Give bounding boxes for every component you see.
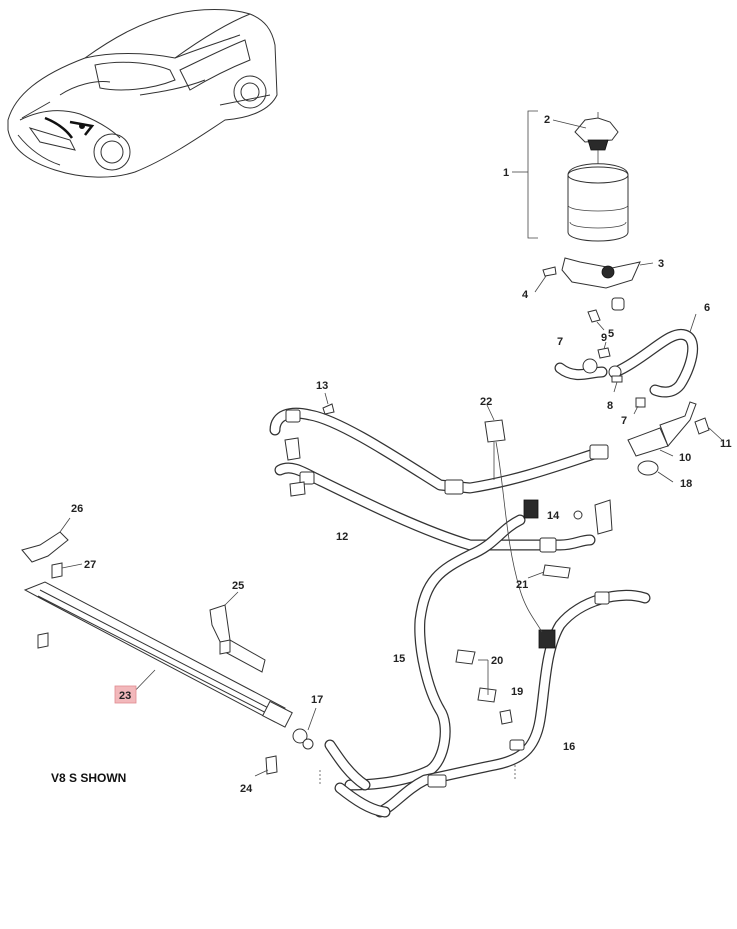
callout-3: 3: [658, 258, 664, 270]
callout-12: 12: [336, 531, 348, 543]
cooler-pipe-assembly: [21, 517, 317, 777]
reservoir-hose: [554, 313, 699, 415]
variant-caption: V8 S SHOWN: [51, 771, 126, 785]
callout-16: 16: [563, 741, 575, 753]
reservoir-bracket: [534, 257, 654, 331]
callout-27: 27: [84, 559, 96, 571]
car-overview-illustration: [7, 9, 278, 178]
callout-19: 19: [511, 686, 523, 698]
callout-15: 15: [393, 653, 405, 665]
callout-1: 1: [503, 167, 509, 179]
callout-6: 6: [704, 302, 710, 314]
callout-9: 9: [601, 332, 607, 344]
callout-25: 25: [232, 580, 244, 592]
callout-18: 18: [680, 478, 692, 490]
callout-10: 10: [679, 452, 691, 464]
callout-21: 21: [516, 579, 528, 591]
callout-4: 4: [522, 289, 529, 301]
callout-14: 14: [547, 510, 560, 522]
callout-5: 5: [608, 328, 614, 340]
callout-7a: 7: [557, 336, 563, 348]
callout-22: 22: [480, 396, 492, 408]
fitting-assembly-10-11: [627, 401, 723, 483]
callout-8: 8: [607, 400, 613, 412]
callout-labels: 1 2 3 4 5 6 7 7 8 9 10 11 12 13 14 15 16…: [71, 114, 732, 795]
callout-11: 11: [720, 438, 732, 450]
reservoir-assembly: [512, 110, 629, 242]
callout-20: 20: [491, 655, 503, 667]
callout-23: 23: [119, 690, 131, 702]
callout-26: 26: [71, 503, 83, 515]
callout-7b: 7: [621, 415, 627, 427]
callout-2: 2: [544, 114, 550, 126]
callout-17: 17: [311, 694, 323, 706]
hose-routing: [269, 392, 651, 818]
callout-23-highlight: [114, 685, 137, 704]
callout-24: 24: [240, 783, 253, 795]
callout-13: 13: [316, 380, 328, 392]
